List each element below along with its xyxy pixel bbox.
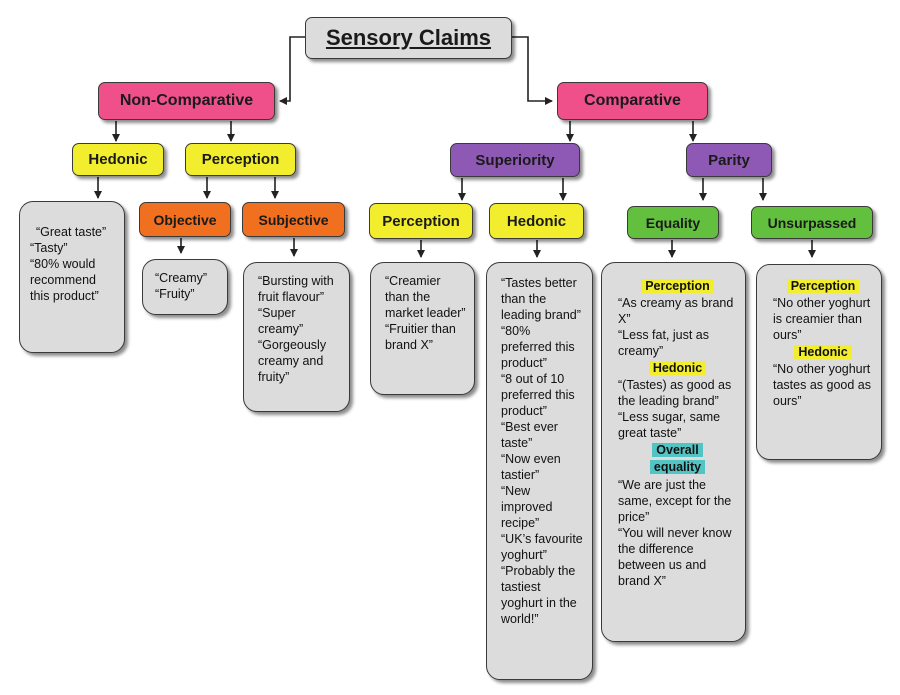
- superiority-hedonic-node: Hedonic: [489, 203, 584, 239]
- example-line: “Fruity”: [155, 287, 195, 301]
- superiority-hedonic-examples: “Tastes better than the leading brand” “…: [486, 262, 593, 680]
- example-line: “Great taste”: [36, 225, 107, 239]
- subjective-examples: “Bursting with fruit flavour” “Super cre…: [243, 262, 350, 412]
- example-line: “Tasty”: [30, 241, 68, 255]
- example-line: “UK’s favourite yoghurt”: [501, 532, 583, 562]
- example-line: “Super creamy”: [258, 306, 304, 336]
- unsurpassed-node: Unsurpassed: [751, 206, 873, 239]
- example-line: “You will never know the difference betw…: [618, 526, 732, 588]
- comparative-node: Comparative: [557, 82, 708, 120]
- arrow-title-to-noncomparative: [279, 36, 305, 105]
- example-line: “(Tastes) as good as the leading brand”: [618, 378, 732, 408]
- equality-perception-header: Perception: [618, 278, 737, 294]
- noncomp-perception-node: Perception: [185, 143, 296, 176]
- example-line: “Gorgeously creamy and fruity”: [258, 338, 327, 384]
- arrow-title-to-comparative: [512, 36, 553, 105]
- objective-node: Objective: [139, 202, 231, 237]
- subjective-node: Subjective: [242, 202, 345, 237]
- equality-node: Equality: [627, 206, 719, 239]
- equality-hedonic-header: Hedonic: [618, 360, 737, 376]
- example-line: “Less fat, just as creamy”: [618, 328, 710, 358]
- example-line: “80% preferred this product”: [501, 324, 575, 370]
- unsurpassed-hedonic-header: Hedonic: [773, 344, 873, 360]
- example-line: “Best ever taste”: [501, 420, 558, 450]
- superiority-perception-node: Perception: [369, 203, 473, 239]
- unsurpassed-perception-header: Perception: [773, 278, 873, 294]
- example-line: “Probably the tastiest yoghurt in the wo…: [501, 564, 577, 626]
- example-line: “Less sugar, same great taste”: [618, 410, 721, 440]
- example-line: “Creamy”: [155, 271, 208, 285]
- unsurpassed-examples: Perception “No other yoghurt is creamier…: [756, 264, 882, 460]
- example-line: “No other yoghurt tastes as good as ours…: [773, 362, 871, 408]
- objective-examples: “Creamy” “Fruity”: [142, 259, 228, 315]
- example-line: “As creamy as brand X”: [618, 296, 734, 326]
- noncomp-hedonic-node: Hedonic: [72, 143, 164, 176]
- non-comparative-node: Non-Comparative: [98, 82, 275, 120]
- example-line: “80% would recommend this product”: [30, 257, 99, 303]
- example-line: “New improved recipe”: [501, 484, 553, 530]
- diagram-title: Sensory Claims: [305, 17, 512, 59]
- example-line: “Creamier than the market leader”: [385, 274, 466, 320]
- example-line: “Now even tastier”: [501, 452, 561, 482]
- example-line: “We are just the same, except for the pr…: [618, 478, 732, 524]
- superiority-node: Superiority: [450, 143, 580, 177]
- superiority-perception-examples: “Creamier than the market leader” “Fruit…: [370, 262, 475, 395]
- example-line: “8 out of 10 preferred this product”: [501, 372, 575, 418]
- equality-examples: Perception “As creamy as brand X” “Less …: [601, 262, 746, 642]
- example-line: “No other yoghurt is creamier than ours”: [773, 296, 871, 342]
- noncomp-hedonic-examples: “Great taste” “Tasty” “80% would recomme…: [19, 201, 125, 353]
- example-line: “Bursting with fruit flavour”: [258, 274, 334, 304]
- parity-node: Parity: [686, 143, 772, 177]
- example-line: “Fruitier than brand X”: [385, 322, 456, 352]
- example-line: “Tastes better than the leading brand”: [501, 276, 581, 322]
- diagram-title-text: Sensory Claims: [325, 25, 492, 50]
